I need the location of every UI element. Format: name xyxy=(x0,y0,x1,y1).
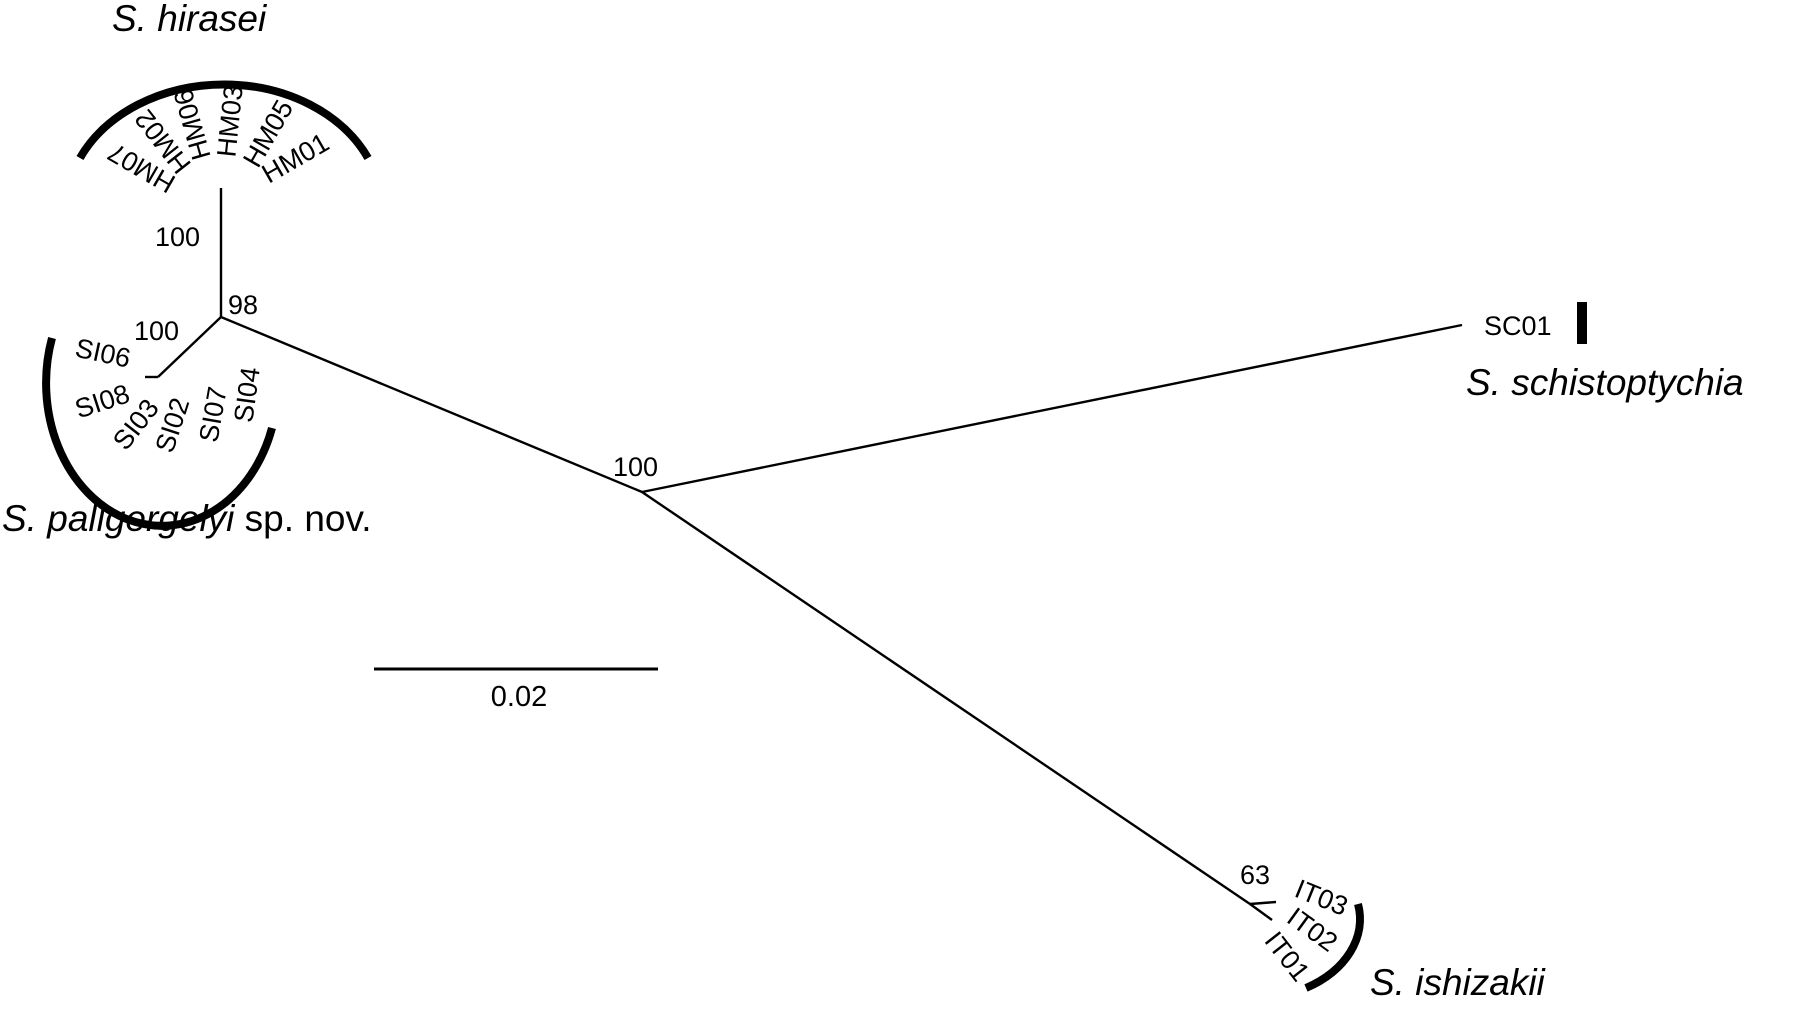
support-value-pallgergelyi: 100 xyxy=(134,316,179,346)
tip-label: HM03 xyxy=(211,84,248,159)
support-value-hirasei: 100 xyxy=(155,222,200,252)
support-values: 100 98 100 100 63 xyxy=(134,222,1270,890)
clade-name-pallgergelyi: S. pallgergelyi sp. nov. xyxy=(2,498,372,539)
tips-pallgergelyi: SI06 SI08 SI03 SI02 SI07 SI04 xyxy=(71,333,266,457)
branch-ishizakii-tip-it03 xyxy=(1249,900,1277,906)
tip-label: SI06 xyxy=(73,333,134,374)
support-value-central: 100 xyxy=(613,452,658,482)
tip-label: SI02 xyxy=(150,394,196,456)
clade-name-ishizakii: S. ishizakii xyxy=(1370,962,1547,1003)
support-value-node98: 98 xyxy=(228,290,258,320)
clade-bracket-hirasei xyxy=(76,80,372,160)
clade-bracket-ishizakii xyxy=(1304,902,1364,992)
tip-label-sc01: SC01 xyxy=(1484,311,1552,341)
branch-pallgergelyi-stem xyxy=(157,316,222,378)
branch-ishizakii-tip-it02 xyxy=(1249,903,1273,921)
tree-branches xyxy=(145,188,1463,921)
branch-central-to-ishizakii xyxy=(641,491,1251,905)
branch-central-to-schistoptychia xyxy=(641,323,1463,494)
scale-bar-label: 0.02 xyxy=(491,681,547,713)
tip-label: SI07 xyxy=(194,384,233,444)
support-value-ishizakii: 63 xyxy=(1240,860,1270,890)
clade-bracket-pallgergelyi xyxy=(42,336,276,530)
clade-name-schistoptychia: S. schistoptychia xyxy=(1466,362,1744,403)
tip-label: SI04 xyxy=(228,365,265,424)
clade-name-hirasei: S. hirasei xyxy=(112,0,268,39)
branch-central-to-node98 xyxy=(220,315,643,494)
